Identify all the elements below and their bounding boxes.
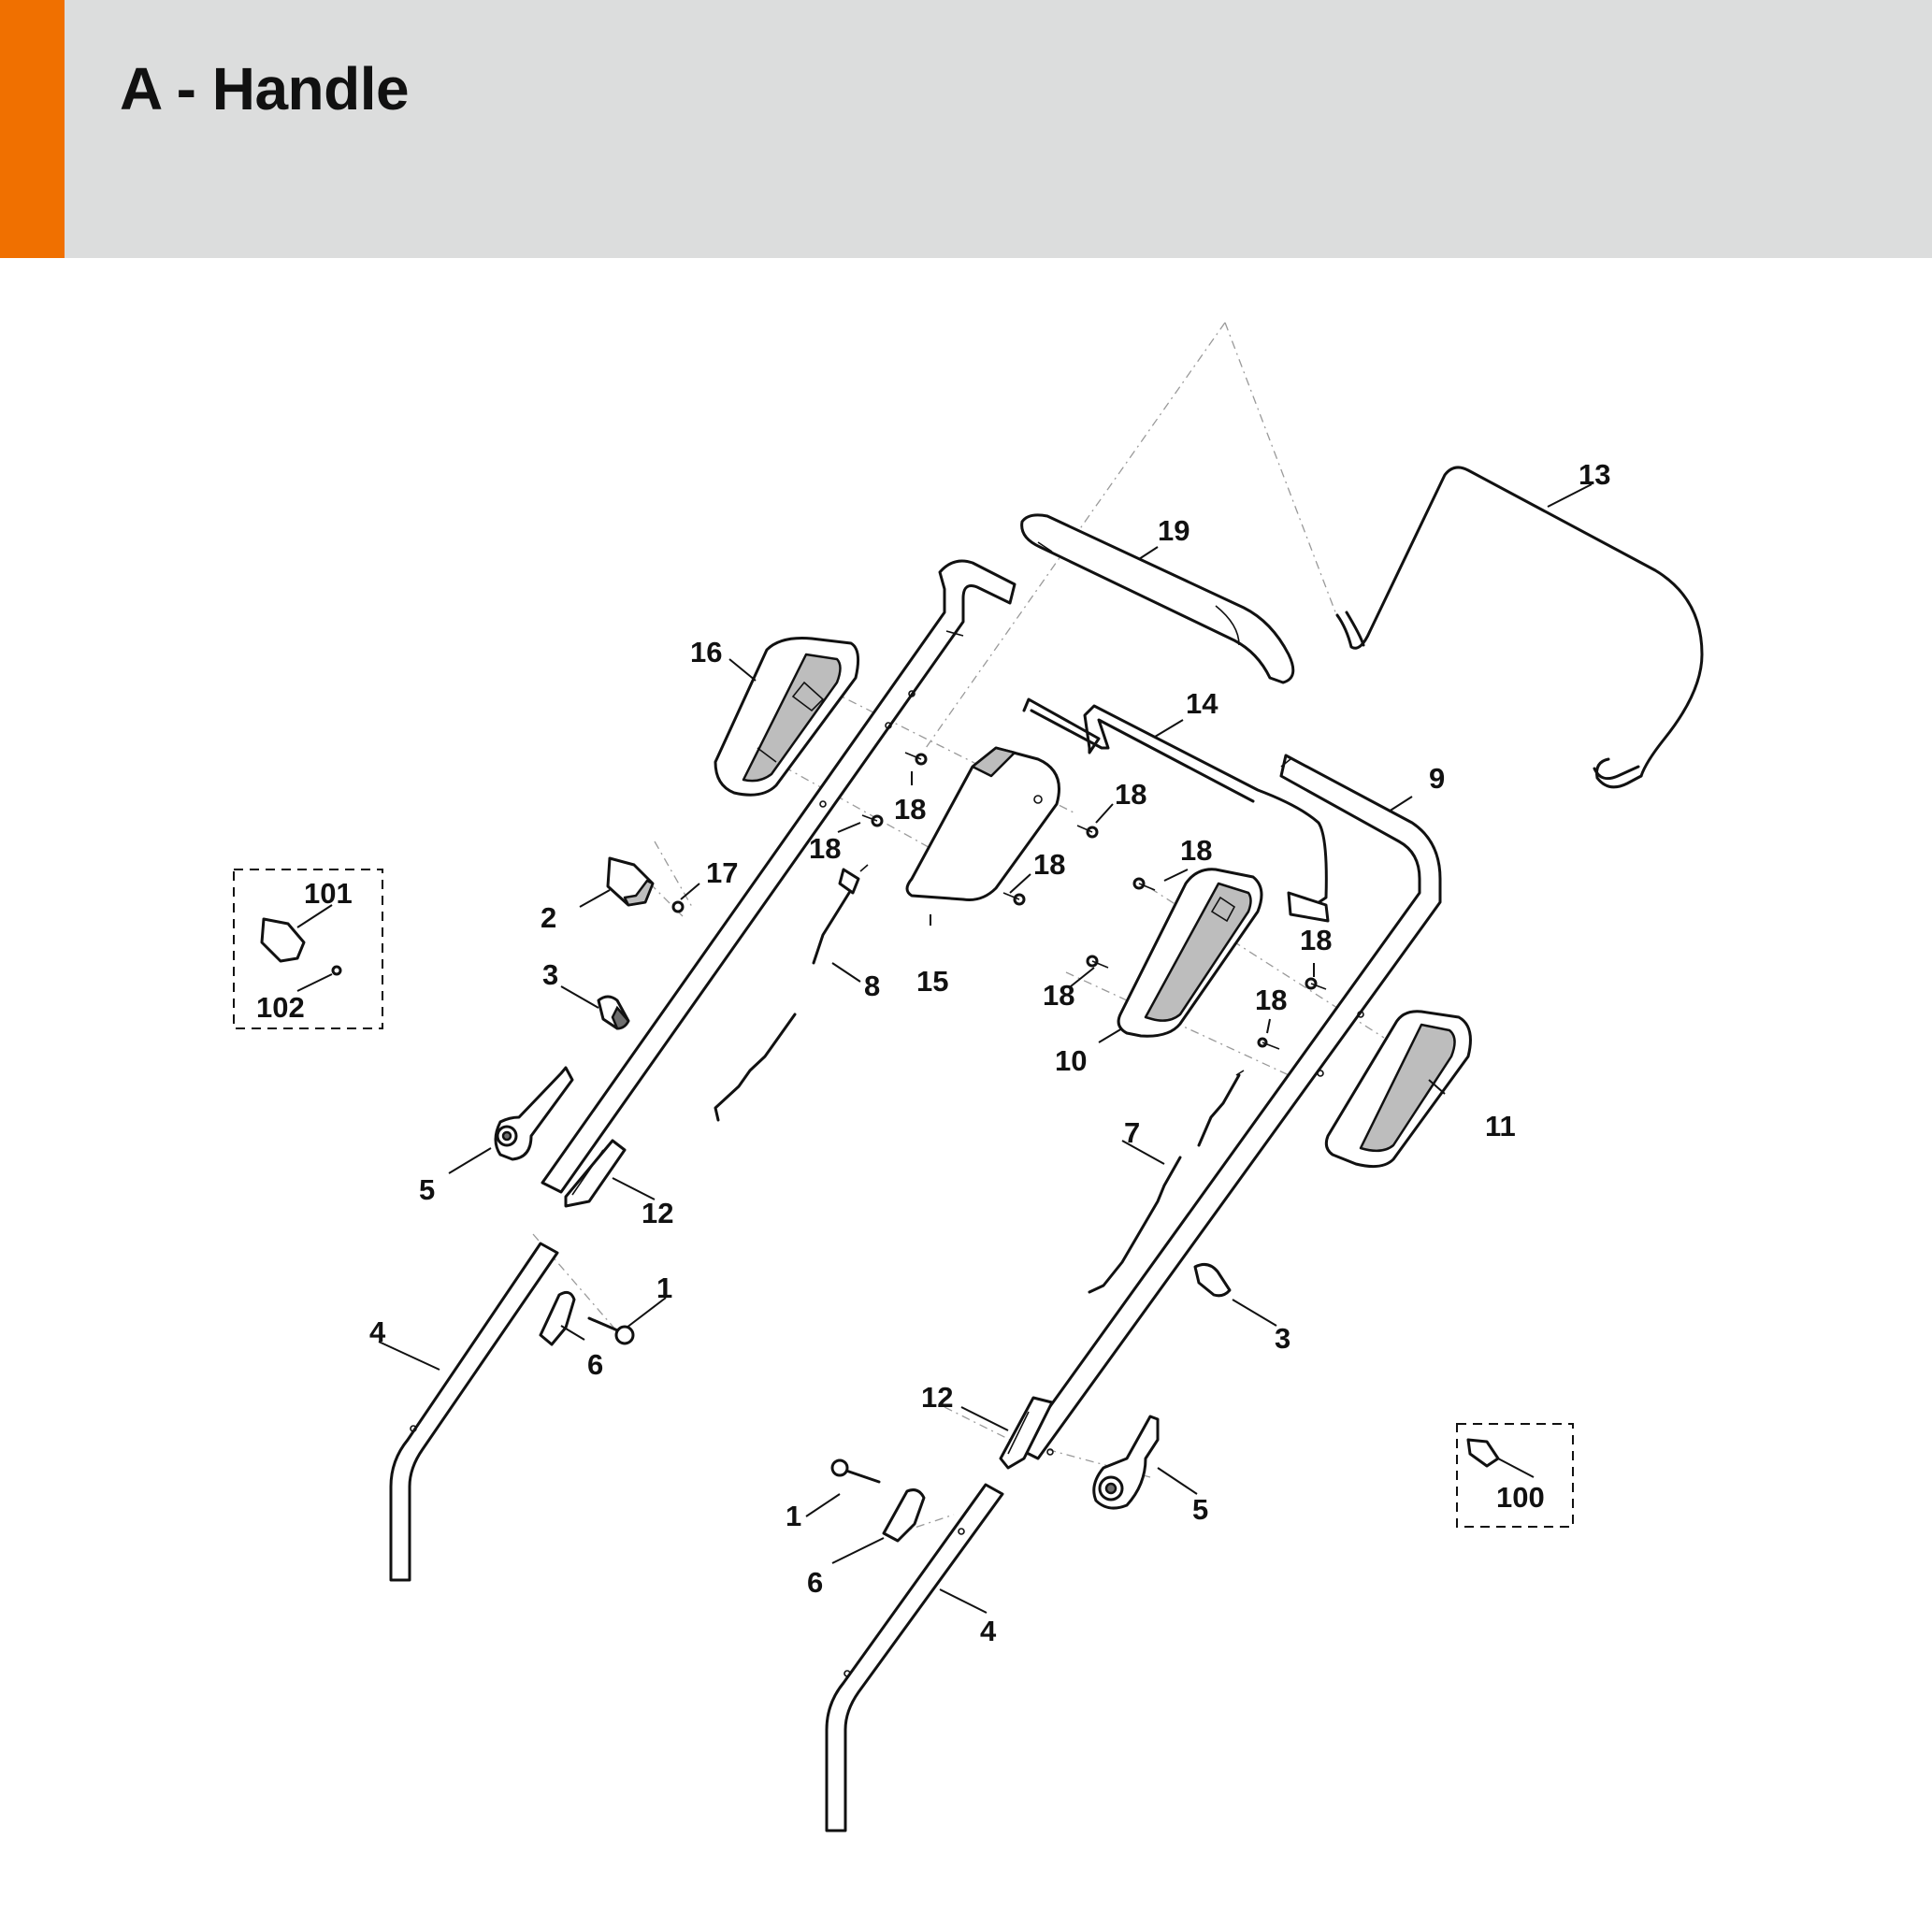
callout-100: 100 [1496,1481,1545,1514]
callout-14: 14 [1186,687,1218,720]
callout-5-left: 5 [419,1173,435,1206]
part-6-clip-right [882,1488,926,1543]
part-5-locking-lever-left [494,1066,574,1161]
header-bar: A - Handle [0,0,1932,258]
callout-16: 16 [690,636,722,668]
callout-8: 8 [864,970,880,1002]
callout-11: 11 [1485,1110,1516,1142]
callout-18-f: 18 [1043,979,1074,1012]
callout-15: 15 [916,965,948,998]
part-9-right-upper-tube [1017,754,1442,1460]
callout-18-g: 18 [1300,924,1332,956]
part-4-lower-tube-right [825,1483,1004,1832]
accessory-box-100 [1456,1423,1574,1528]
assembly-guide-lines [532,322,1385,1534]
part-12-clamp-right [999,1396,1054,1470]
callout-10: 10 [1055,1044,1087,1077]
part-7-cable-right [1088,1070,1245,1294]
part-8-cable-left [714,864,869,1122]
part-3-knob-right [1193,1262,1232,1298]
callout-18-c: 18 [1115,778,1146,811]
callout-7: 7 [1124,1116,1140,1149]
callout-12-left: 12 [642,1197,673,1229]
part-14-link-wire [1022,697,1330,923]
page-title: A - Handle [120,55,410,122]
callout-18-e: 18 [1180,834,1212,867]
part-2-lever-block [606,856,655,907]
callout-18-d: 18 [1033,848,1065,881]
callout-6-left: 6 [587,1348,603,1381]
part-1-bolt-left [587,1316,635,1345]
callout-9: 9 [1429,762,1445,795]
part-12-clamp-left [564,1139,627,1208]
part-10-housing-right [1117,868,1263,1038]
callout-1-left: 1 [656,1272,672,1304]
callout-labels: 13 19 16 14 9 18 18 18 18 18 18 18 18 8 … [256,458,1610,1647]
callout-18-h: 18 [1255,984,1287,1016]
part-11-outer-cover-right [1324,1010,1472,1169]
callout-18-a: 18 [894,793,926,826]
callout-2: 2 [541,901,556,934]
callout-4-right: 4 [980,1615,997,1647]
accent-stripe [0,0,65,258]
part-3-knob-left [597,995,630,1030]
part-5-locking-lever-right [1092,1415,1160,1510]
callout-18-b: 18 [809,832,841,865]
callout-6-right: 6 [807,1566,823,1599]
callout-3-right: 3 [1275,1322,1290,1355]
accessory-box-101-102 [233,869,383,1029]
part-left-upper-tube [541,559,1016,1194]
callout-101: 101 [304,877,353,910]
part-15-center-housing [905,746,1060,901]
callout-13: 13 [1579,458,1610,491]
part-4-lower-tube-left [389,1242,559,1582]
callout-19: 19 [1158,514,1189,547]
part-19-grip-bar [1020,513,1295,684]
part-1-bolt-right [830,1458,881,1484]
callout-102: 102 [256,991,305,1024]
part-17-screw [671,900,685,913]
part-6-clip-left [539,1290,576,1346]
callout-leaders [296,483,1593,1614]
callout-12-right: 12 [921,1381,953,1414]
part-13-bail-wire [1335,466,1704,789]
part-18-screws [861,752,1327,1050]
callout-17: 17 [706,856,738,889]
callout-3-left: 3 [542,958,558,991]
callout-4-left: 4 [369,1315,386,1348]
callout-1-right: 1 [786,1500,801,1532]
part-16-housing-cover-left [714,637,860,797]
callout-5-right: 5 [1192,1493,1208,1526]
